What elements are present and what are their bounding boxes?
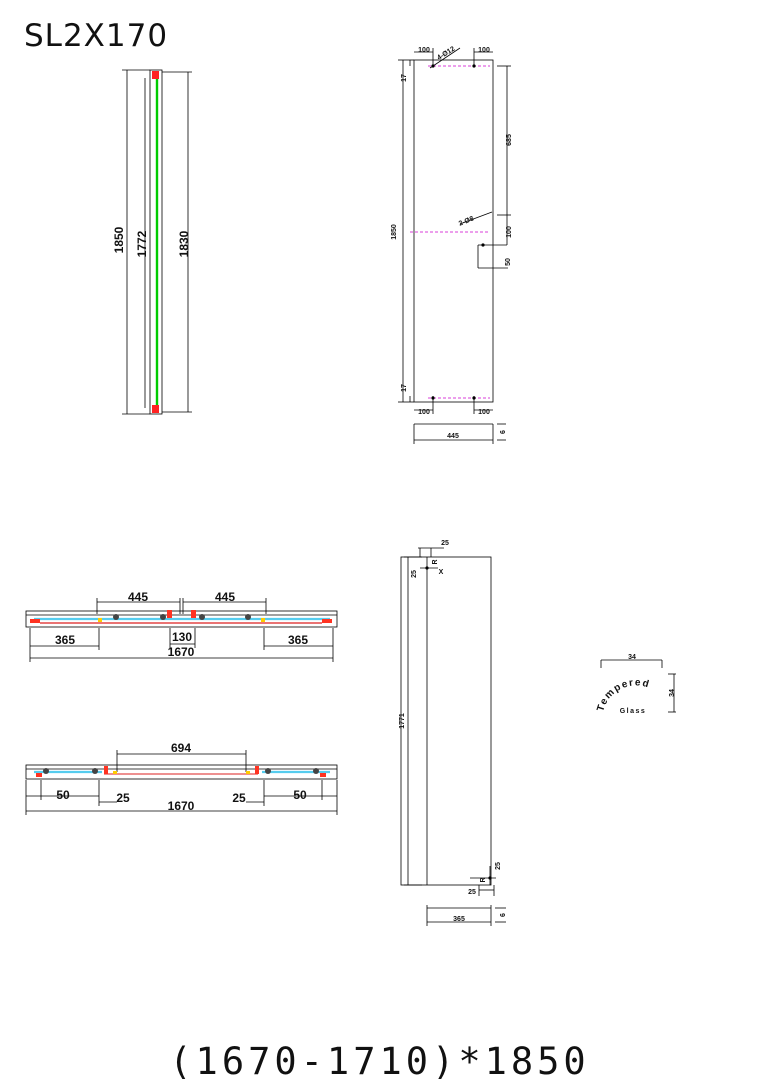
sliding-bottom-edge-label: 25 xyxy=(468,889,476,896)
fixed-width-label: 445 xyxy=(447,433,459,440)
side-view xyxy=(122,69,192,415)
fixed-hole-left-top: 100 xyxy=(418,47,430,54)
fixed-hole-lines xyxy=(410,65,490,399)
fixed-holes xyxy=(431,64,485,400)
fixed-hole-label-mid: 2-Ø8 xyxy=(458,215,475,227)
hole-leader-mid xyxy=(459,211,493,225)
top-seal xyxy=(152,71,159,79)
sliding-bottom-hole xyxy=(488,876,492,880)
sliding-top-side-label: 25 xyxy=(411,570,418,578)
model-title: SL2X170 xyxy=(24,18,169,54)
plan-closed xyxy=(25,598,338,662)
sliding-thickness-label: 6 xyxy=(500,913,507,917)
closed-rollers xyxy=(30,610,332,623)
closed-rail-frame xyxy=(25,610,338,628)
side-profile-label: 1830 xyxy=(177,230,191,257)
fixed-upper-span: 685 xyxy=(506,134,513,146)
fixed-panel-outline xyxy=(413,59,494,403)
open-right-inset-label: 25 xyxy=(232,791,246,805)
stamp-word-glass: Glass xyxy=(620,708,647,715)
open-right-end-label: 50 xyxy=(293,788,307,802)
open-opening-label: 694 xyxy=(171,741,191,755)
fixed-top-offset: 17 xyxy=(401,74,408,82)
closed-left-end-label: 365 xyxy=(55,633,75,647)
closed-right-end-label: 365 xyxy=(288,633,308,647)
closed-left-panel-label: 445 xyxy=(128,590,148,604)
fixed-hole-left-bottom: 100 xyxy=(418,409,430,416)
side-overall-label: 1850 xyxy=(112,226,126,253)
fixed-bottom-offset: 17 xyxy=(401,384,408,392)
sliding-top-hole xyxy=(425,566,429,570)
fixed-mid-offset: 50 xyxy=(505,258,512,266)
open-rollers xyxy=(36,766,326,777)
open-left-inset-label: 25 xyxy=(116,791,130,805)
fixed-height-label: 1850 xyxy=(391,224,398,240)
sliding-bottom-side-label: 25 xyxy=(495,862,502,870)
fixed-panel xyxy=(398,47,511,444)
stamp-width-label: 34 xyxy=(628,654,636,661)
fixed-hole-right-top: 100 xyxy=(478,47,490,54)
open-total-label: 1670 xyxy=(168,799,195,813)
sliding-panel xyxy=(400,547,506,926)
fixed-mid-gap: 100 xyxy=(506,226,513,238)
open-rail-frame xyxy=(25,764,338,780)
side-glass-label: 1772 xyxy=(135,230,149,257)
closed-gap-label: 130 xyxy=(172,630,192,644)
side-profile-frame xyxy=(149,69,163,415)
sliding-x-mark: X xyxy=(439,569,444,576)
hole-leader-top xyxy=(429,47,461,69)
tempered-glass-stamp: Tempered Glass 34 34 xyxy=(595,654,676,715)
open-left-end-label: 50 xyxy=(56,788,70,802)
closed-total-label: 1670 xyxy=(168,645,195,659)
stamp-height-label: 34 xyxy=(669,689,676,697)
sliding-top-radius-label: R xyxy=(432,559,439,564)
sliding-height-label: 1771 xyxy=(399,713,406,729)
sliding-top-edge-label: 25 xyxy=(441,540,449,547)
closed-right-panel-label: 445 xyxy=(215,590,235,604)
plan-open xyxy=(25,750,338,815)
fixed-thickness-label: 6 xyxy=(500,430,507,434)
sliding-panel-outline xyxy=(400,556,492,886)
fixed-hole-right-bottom: 100 xyxy=(478,409,490,416)
sliding-width-label: 365 xyxy=(453,916,465,923)
size-range-caption: (1670-1710)*1850 xyxy=(169,1040,590,1083)
sliding-bottom-mark: R xyxy=(480,877,487,882)
fixed-hole-label-top: 4-Ø12 xyxy=(436,46,456,62)
bottom-seal xyxy=(152,405,159,413)
